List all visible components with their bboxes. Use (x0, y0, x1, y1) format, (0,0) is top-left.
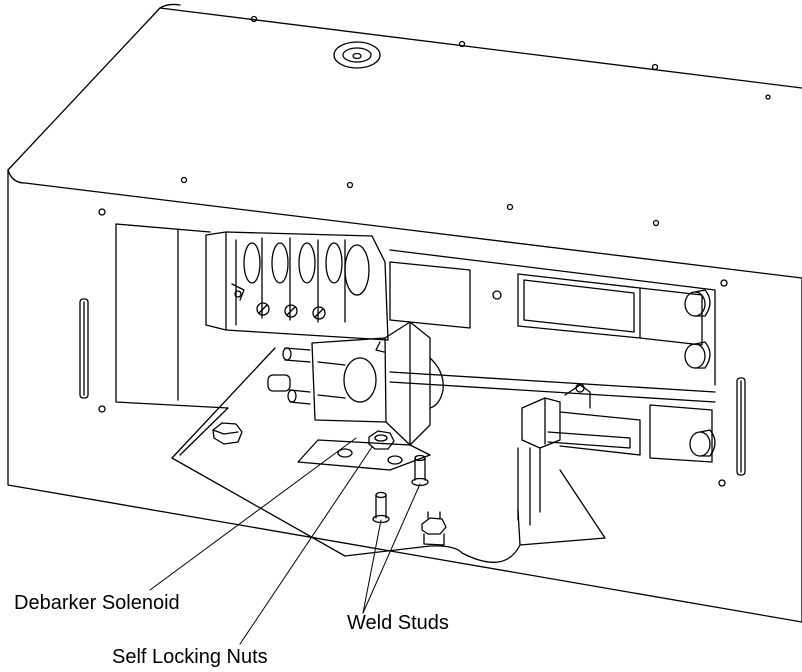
leader-lines (149, 437, 421, 645)
front-slots (79, 208, 746, 487)
weld-stud-2 (411, 454, 429, 487)
callout-debarker-solenoid: Debarker Solenoid (14, 592, 180, 614)
self-locking-nut-2 (421, 511, 447, 546)
rollers (649, 289, 716, 463)
top-center-boss (333, 41, 381, 69)
front-opening (115, 223, 716, 409)
mounting-bracket (297, 439, 431, 471)
debarker-solenoid (267, 321, 444, 446)
top-panel-holes (180, 15, 771, 227)
self-locking-nut-1 (368, 430, 395, 450)
upper-plates (389, 261, 703, 346)
base-plate (171, 347, 606, 563)
callout-weld-studs: Weld Studs (347, 612, 449, 634)
cam-mechanism (205, 231, 389, 341)
guide-rods (282, 347, 716, 405)
weld-stud-1 (372, 491, 390, 524)
cabinet-housing (7, 3, 802, 623)
hex-nut-loose (212, 422, 243, 445)
right-actuator (517, 383, 641, 526)
callout-self-locking-nuts: Self Locking Nuts (112, 646, 268, 668)
